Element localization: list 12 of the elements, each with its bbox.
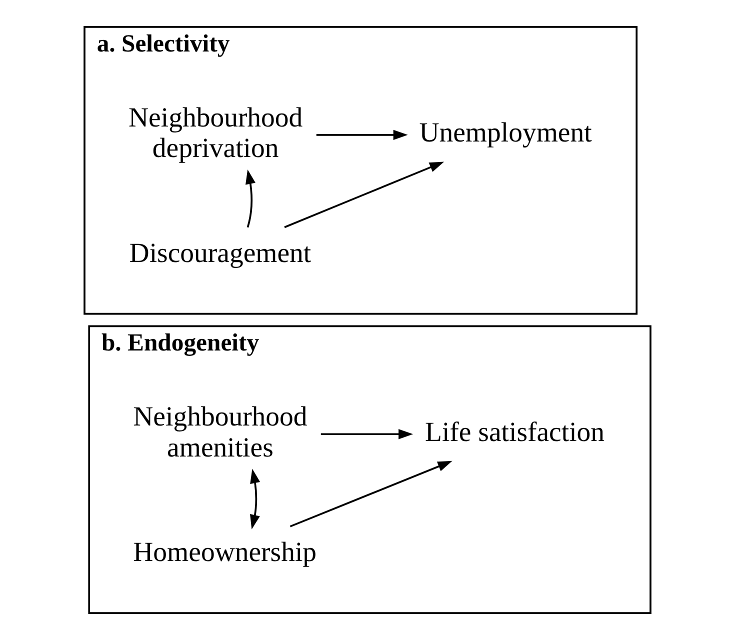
arrow: [316, 130, 408, 140]
arrow: [245, 170, 255, 228]
arrow: [284, 162, 444, 228]
arrow: [320, 429, 413, 440]
node-text: Life satisfaction: [424, 416, 604, 448]
node-text: Neighbourhood amenities: [132, 401, 307, 464]
arrow: [289, 460, 452, 528]
node-text: Neighbourhood deprivation: [128, 102, 302, 164]
arrow: [250, 468, 260, 530]
node-text: Unemployment: [418, 118, 592, 149]
node-text: Homeownership: [132, 537, 316, 568]
node-text: Discouragement: [128, 238, 311, 270]
